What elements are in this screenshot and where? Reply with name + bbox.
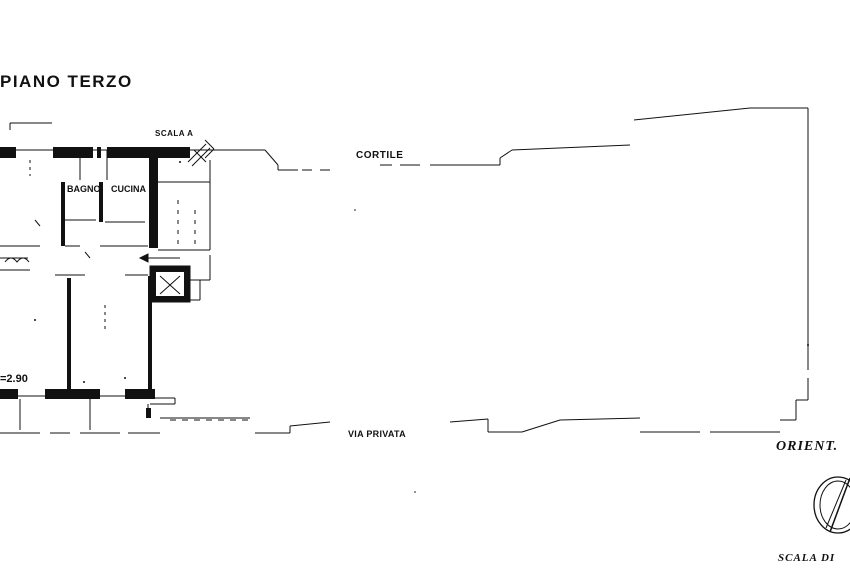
scatter-dots [34,151,809,493]
label-scala: SCALA A [155,129,194,138]
label-orientamento: ORIENT. [776,439,839,454]
label-via-privata: VIA PRIVATA [348,429,406,439]
interior-walls [0,150,211,391]
bottom-street-line [0,417,780,434]
scala-stair-hatch [187,139,215,167]
label-bagno: BAGNO [67,184,101,194]
label-cucina: CUCINA [111,184,146,194]
entry-arrow-icon [138,253,180,263]
label-dimension: =2.90 [0,373,28,385]
top-wall [0,147,210,158]
label-cortile: CORTILE [356,150,404,161]
stair-cross-icon [149,265,191,303]
page-title: PIANO TERZO [0,72,133,91]
label-scala-di: SCALA DI [778,552,836,564]
north-arrow-icon [813,476,850,534]
bottom-wall [0,389,176,430]
